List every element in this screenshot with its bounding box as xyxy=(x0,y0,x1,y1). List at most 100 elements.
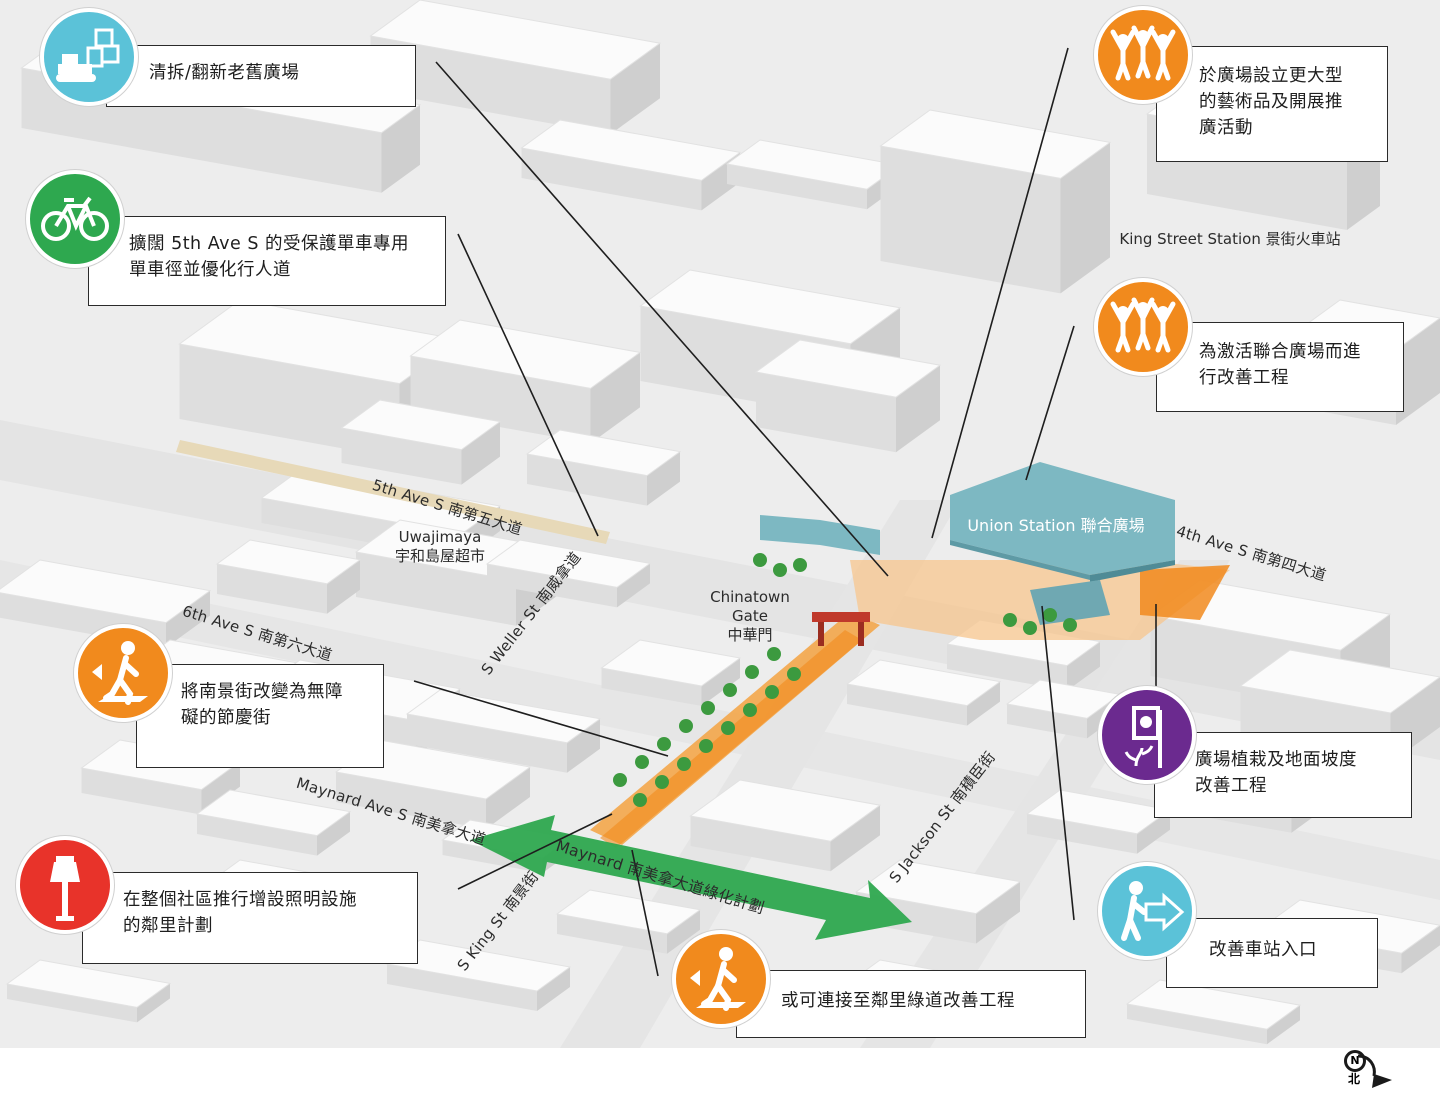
building-face xyxy=(409,319,642,389)
chinatown-gate xyxy=(812,612,870,646)
building-face xyxy=(600,639,742,687)
callout-festival: 將南景街改變為無障 礙的節慶街 xyxy=(136,664,384,768)
callout-bike: 擴闊 5th Ave S 的受保護單車專用 單車徑並優化行人道 xyxy=(88,216,446,306)
tree xyxy=(699,739,713,753)
tree xyxy=(633,793,647,807)
pedestrian-icon xyxy=(74,624,172,722)
building-face xyxy=(336,772,486,829)
building-face xyxy=(1267,1005,1300,1045)
tree xyxy=(765,685,779,699)
building-face xyxy=(701,658,740,706)
building-face xyxy=(166,590,210,648)
pedestrian-icon xyxy=(672,930,770,1028)
building-face xyxy=(754,339,942,398)
tree xyxy=(773,563,787,577)
building-face xyxy=(896,365,940,453)
callout-text: 行改善工程 xyxy=(1199,368,1289,388)
building-face xyxy=(590,352,640,444)
callout-text: 為激活聯合廣場而進 xyxy=(1199,342,1361,362)
building-face xyxy=(217,564,327,614)
tree xyxy=(635,755,649,769)
callout-greenway: 或可連接至鄰里綠道改善工程 xyxy=(736,970,1086,1038)
callout-text: 將南景街改變為無障 xyxy=(181,682,343,702)
trees xyxy=(613,553,1077,807)
callout-text: 的藝術品及開展推 xyxy=(1199,92,1343,112)
north-arrow: N 北 xyxy=(1336,1048,1396,1088)
building-face xyxy=(880,146,1061,294)
building-face xyxy=(340,399,502,451)
building-face xyxy=(1137,809,1170,854)
people-celebrating-icon xyxy=(1094,278,1192,376)
tree xyxy=(1003,613,1017,627)
callout-activate: 為激活聯合廣場而進 行改善工程 xyxy=(1156,322,1404,412)
tree xyxy=(1043,608,1057,622)
tree xyxy=(793,558,807,572)
tree xyxy=(1063,618,1077,632)
building-face xyxy=(1401,925,1440,974)
callout-demolish: 清拆/翻新老舊廣場 xyxy=(106,45,416,107)
building-face xyxy=(461,421,500,485)
callout-text: 或可連接至鄰里綠道改善工程 xyxy=(781,991,1015,1011)
place-label-line: 中華門 xyxy=(727,626,773,644)
building-face xyxy=(610,43,660,135)
building-face xyxy=(195,789,352,837)
people-celebrating-icon xyxy=(1094,6,1192,104)
street-lamp-icon xyxy=(16,836,114,934)
building-face xyxy=(407,714,567,773)
callout-planting: 廣場植栽及地面坡度 改善工程 xyxy=(1154,732,1412,818)
building-face xyxy=(557,914,667,954)
building-face xyxy=(1067,641,1100,691)
building-face xyxy=(527,454,647,506)
building-face xyxy=(689,779,882,842)
building-face xyxy=(487,564,617,608)
building-face xyxy=(81,768,202,815)
building-face xyxy=(537,967,570,1011)
tree xyxy=(677,757,691,771)
building-face xyxy=(756,372,896,453)
callout-text: 單車徑並優化行人道 xyxy=(129,260,291,280)
building-face xyxy=(1125,979,1302,1030)
building-face xyxy=(845,659,1002,707)
tree xyxy=(743,703,757,717)
building-face xyxy=(690,816,831,872)
tree xyxy=(767,647,781,661)
building-face xyxy=(7,984,137,1023)
building-face xyxy=(1127,1004,1267,1045)
building-face xyxy=(442,840,543,873)
building-face xyxy=(327,559,360,614)
building-face xyxy=(1025,789,1172,835)
building-face xyxy=(567,718,600,773)
callout-text: 清拆/翻新老舊廣場 xyxy=(149,63,300,83)
tree xyxy=(753,553,767,567)
callout-text: 改善車站入口 xyxy=(1209,940,1317,960)
building-face xyxy=(197,814,317,856)
building-face xyxy=(178,299,462,385)
building-face xyxy=(317,811,350,856)
building-face xyxy=(1239,649,1440,714)
building-face xyxy=(976,881,1020,944)
bike-lane xyxy=(176,440,610,544)
building-face xyxy=(356,552,516,626)
building-face xyxy=(201,761,240,815)
building-face xyxy=(727,164,867,210)
tree xyxy=(787,667,801,681)
callout-text: 在整個社區推行增設照明設施 xyxy=(123,890,357,910)
building-face xyxy=(1396,318,1440,425)
callout-text: 的鄰里計劃 xyxy=(123,916,213,936)
building-face xyxy=(369,0,662,80)
place-label-union-station: Union Station 聯合廣場 xyxy=(967,516,1145,535)
place-label-chinatown-gate: Chinatown Gate 中華門 xyxy=(690,588,810,645)
building-face xyxy=(847,684,967,726)
callout-text: 於廣場設立更大型 xyxy=(1199,66,1343,86)
place-label-line: Uwajimaya xyxy=(398,528,482,546)
building-face xyxy=(830,805,880,872)
building-face xyxy=(520,119,742,181)
building-face xyxy=(967,681,1000,726)
building-face xyxy=(647,451,680,506)
building-face xyxy=(137,983,170,1023)
callout-lighting: 在整個社區推行增設照明設施 的鄰里計劃 xyxy=(82,872,418,964)
building-face xyxy=(486,767,530,829)
building-face xyxy=(1060,142,1110,294)
planting-sign-icon xyxy=(1098,686,1196,784)
building-face xyxy=(667,909,700,954)
